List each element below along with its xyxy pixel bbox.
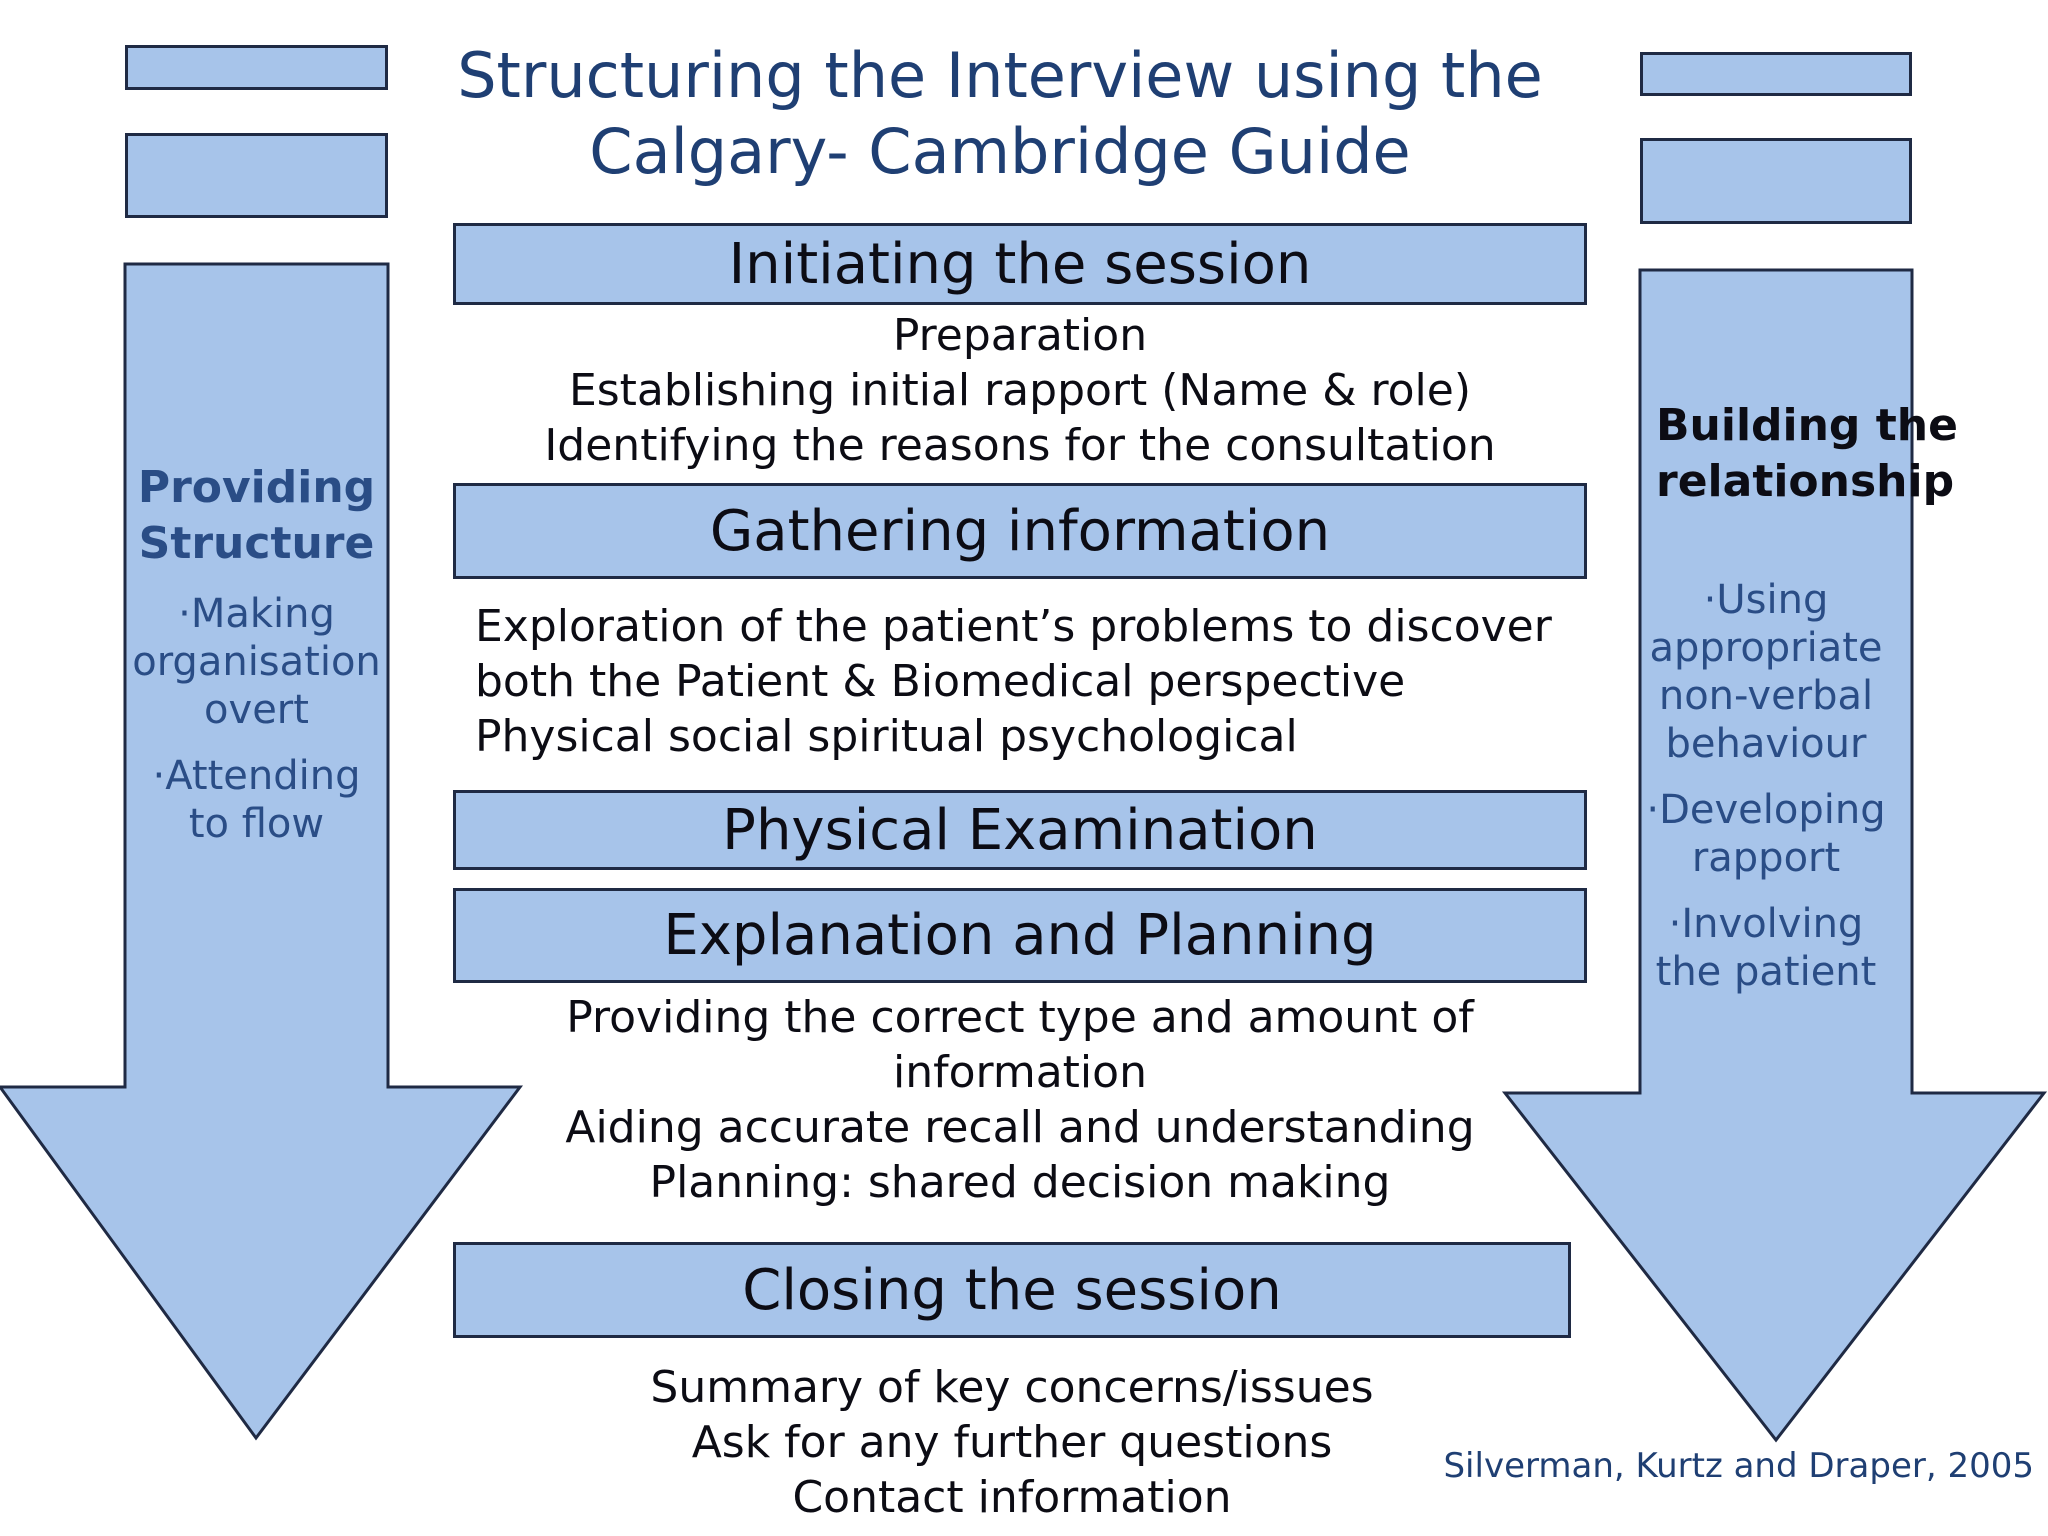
stage-physical-label: Physical Examination: [722, 797, 1318, 863]
initiating-detail-2: Establishing initial rapport (Name & rol…: [568, 365, 1472, 416]
right-item-1-line-1: ·Using: [1703, 577, 1829, 623]
right-item-1: ·Using appropriate non-verbal behaviour: [1640, 576, 1892, 768]
right-arrow-heading: Building the relationship: [1656, 398, 1958, 510]
left-arrow-heading: Providing Structure: [125, 460, 388, 572]
right-item-2: ·Developing rapport: [1640, 786, 1892, 882]
diagram-title: Structuring the Interview using the Calg…: [380, 38, 1620, 190]
left-heading-line-2: Structure: [138, 518, 375, 569]
stage-initiating-details: Preparation Establishing initial rapport…: [453, 308, 1587, 473]
right-item-2-line-2: rapport: [1691, 835, 1841, 881]
right-item-3-line-1: ·Involving: [1668, 901, 1864, 947]
explanation-detail-3: Aiding accurate recall and understanding: [565, 1102, 1475, 1153]
closing-detail-2: Ask for any further questions: [691, 1417, 1333, 1468]
left-item-2: ·Attending to flow: [125, 752, 388, 848]
left-arrow-text: Providing Structure ·Making organisation…: [125, 460, 388, 848]
gathering-detail-3: Physical social spiritual psychological: [475, 711, 1298, 762]
right-item-3: ·Involving the patient: [1640, 900, 1892, 996]
explanation-detail-2: information: [893, 1047, 1147, 1098]
left-top-bar-2: [125, 133, 388, 218]
initiating-detail-1: Preparation: [892, 310, 1148, 361]
gathering-detail-2: both the Patient & Biomedical perspectiv…: [475, 656, 1406, 707]
stage-gathering-box: Gathering information: [453, 483, 1587, 579]
right-arrow-items: ·Using appropriate non-verbal behaviour …: [1640, 576, 1892, 996]
stage-explanation-box: Explanation and Planning: [453, 888, 1587, 983]
closing-detail-1: Summary of key concerns/issues: [650, 1362, 1374, 1413]
right-heading-line-1: Building the: [1656, 400, 1958, 451]
stage-closing-box: Closing the session: [453, 1242, 1571, 1338]
left-item-1-line-2: organisation: [132, 639, 381, 685]
stage-gathering-details: Exploration of the patient’s problems to…: [475, 599, 1575, 764]
stage-gathering-label: Gathering information: [709, 498, 1331, 564]
stage-physical-box: Physical Examination: [453, 790, 1587, 870]
right-top-bar-1: [1640, 52, 1912, 96]
left-down-arrow: [0, 262, 524, 1441]
left-item-1-line-3: overt: [204, 687, 309, 733]
explanation-detail-1: Providing the correct type and amount of: [566, 992, 1474, 1043]
right-item-1-line-3: non-verbal: [1658, 673, 1874, 719]
stage-initiating-box: Initiating the session: [453, 223, 1587, 305]
explanation-detail-4: Planning: shared decision making: [649, 1157, 1391, 1208]
left-heading-line-1: Providing: [137, 462, 376, 513]
initiating-detail-3: Identifying the reasons for the consulta…: [544, 420, 1496, 471]
title-line-2: Calgary- Cambridge Guide: [589, 115, 1411, 188]
stage-explanation-label: Explanation and Planning: [663, 903, 1377, 968]
citation: Silverman, Kurtz and Draper, 2005: [1443, 1446, 2034, 1486]
right-item-3-line-2: the patient: [1655, 949, 1877, 995]
left-top-bar-1: [125, 45, 388, 90]
right-item-2-line-1: ·Developing: [1646, 787, 1886, 833]
right-item-1-line-2: appropriate: [1649, 625, 1883, 671]
right-down-arrow: [1501, 268, 2048, 1443]
stage-initiating-label: Initiating the session: [728, 231, 1312, 297]
title-line-1: Structuring the Interview using the: [457, 39, 1543, 112]
stage-explanation-details: Providing the correct type and amount of…: [453, 990, 1587, 1210]
right-top-bar-2: [1640, 138, 1912, 224]
stage-closing-details: Summary of key concerns/issues Ask for a…: [453, 1360, 1571, 1525]
left-item-1: ·Making organisation overt: [125, 590, 388, 734]
gathering-detail-1: Exploration of the patient’s problems to…: [475, 601, 1552, 652]
left-item-2-line-2: to flow: [188, 801, 325, 847]
left-item-1-line-1: ·Making: [178, 591, 335, 637]
stage-closing-label: Closing the session: [742, 1257, 1282, 1323]
right-item-1-line-4: behaviour: [1665, 721, 1867, 767]
left-item-2-line-1: ·Attending: [152, 753, 361, 799]
closing-detail-3: Contact information: [792, 1472, 1232, 1523]
right-heading-line-2: relationship: [1656, 456, 1955, 507]
